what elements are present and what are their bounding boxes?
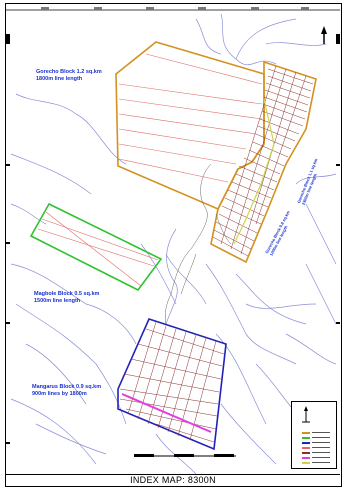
map-frame: Gorecho Block 1.2 sq.km 1800m line lengt… bbox=[5, 3, 342, 487]
legend-entry bbox=[312, 462, 330, 463]
gorecho-label: Gorecho Block 1.2 sq.km 1800m line lengt… bbox=[36, 69, 102, 83]
legend-swatch-magenta bbox=[302, 457, 310, 459]
map-title: INDEX MAP: 8300N bbox=[6, 474, 340, 486]
gorecho-block bbox=[115, 41, 265, 211]
magbole-label: Magbole Block 0.5 sq.km 1500m line lengt… bbox=[34, 291, 99, 305]
legend-entry bbox=[312, 442, 330, 443]
right-axis-ticks bbox=[336, 34, 340, 324]
drainage-detail bbox=[164, 163, 232, 325]
map-canvas bbox=[6, 7, 340, 474]
legend-swatch-brown bbox=[302, 452, 310, 454]
legend-entry bbox=[312, 457, 330, 458]
mangarus-label-line2: 900m lines by 1800m bbox=[32, 391, 87, 397]
mangarus-label: Mangarus Block 0.9 sq.km 900m lines by 1… bbox=[32, 384, 101, 398]
legend-swatch-blue bbox=[302, 442, 310, 444]
legend-entry bbox=[312, 447, 330, 448]
legend-swatch-green bbox=[302, 437, 310, 439]
diagonal-block bbox=[210, 60, 317, 264]
gorecho-label-line2: 1800m line length bbox=[36, 76, 83, 82]
river-network bbox=[10, 13, 337, 474]
legend-swatch-red bbox=[302, 447, 310, 449]
gorecho-survey-lines bbox=[118, 53, 263, 183]
magbole-label-line2: 1500m line length bbox=[34, 298, 81, 304]
diagonal-survey-grid bbox=[212, 65, 314, 257]
legend-north-arrow-icon bbox=[302, 406, 310, 423]
map-legend bbox=[291, 401, 337, 469]
scale-bar-icon bbox=[134, 454, 236, 457]
magenta-survey-line bbox=[121, 393, 212, 433]
top-axis-ticks bbox=[6, 7, 340, 11]
legend-swatch-orange bbox=[302, 432, 310, 434]
mangarus-survey-grid bbox=[119, 321, 225, 443]
left-axis-ticks bbox=[6, 34, 10, 444]
magbole-survey-lines bbox=[37, 211, 159, 287]
north-arrow-icon bbox=[321, 26, 327, 44]
mangarus-label-line1: Mangarus Block 0.9 sq.km bbox=[32, 384, 102, 390]
legend-entry bbox=[312, 432, 330, 433]
magbole-label-line1: Magbole Block 0.5 sq.km bbox=[34, 291, 100, 297]
gorecho-label-line1: Gorecho Block 1.2 sq.km bbox=[36, 69, 102, 75]
legend-swatch-yellow bbox=[302, 462, 310, 464]
legend-entry bbox=[312, 452, 330, 453]
magbole-block bbox=[29, 202, 163, 292]
legend-entry bbox=[312, 437, 330, 438]
mangarus-block bbox=[117, 318, 227, 451]
